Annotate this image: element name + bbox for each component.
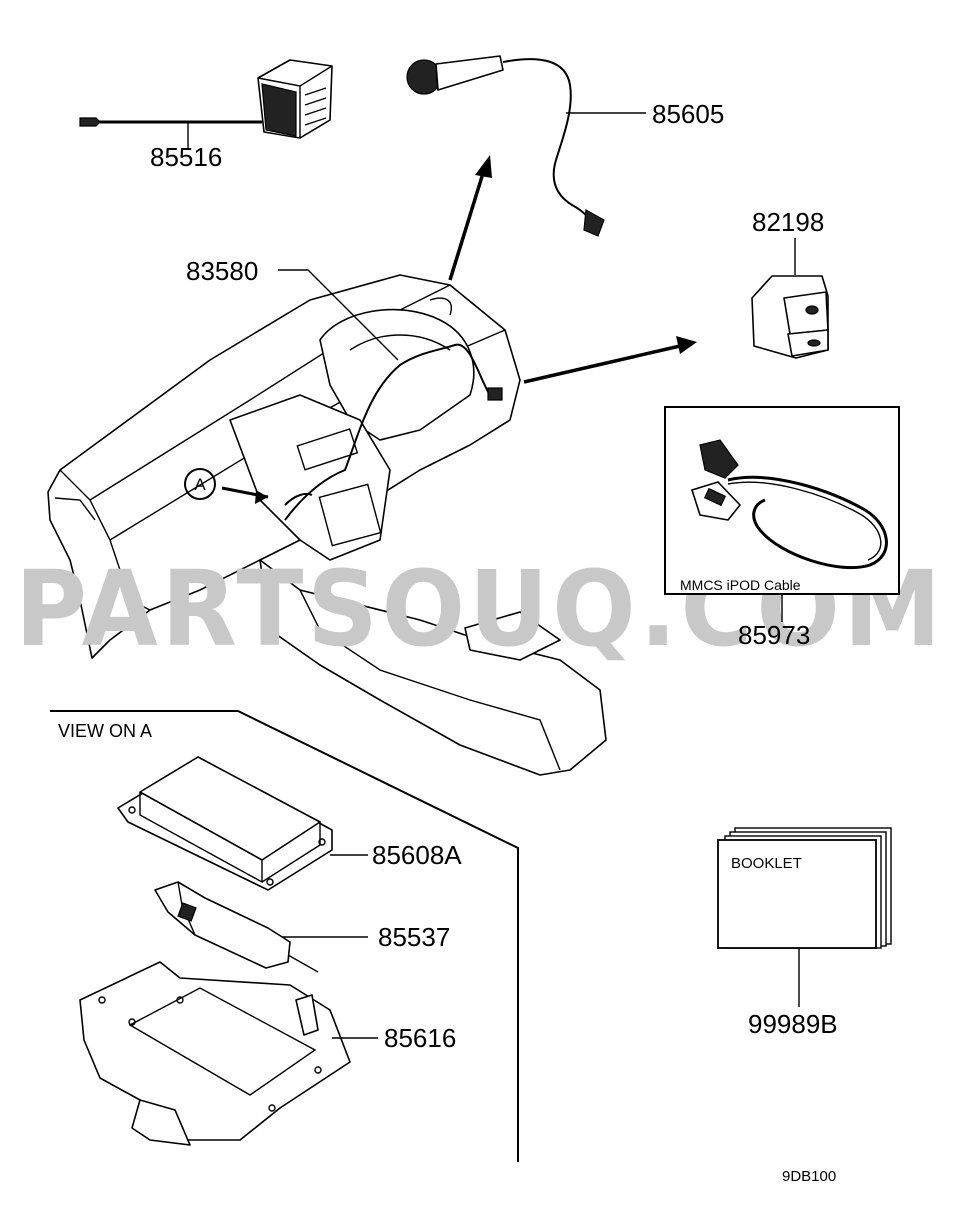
part-99989b-drawing: BOOKLET (717, 827, 892, 949)
part-82198-drawing (751, 275, 829, 359)
part-85537-drawing (154, 881, 319, 973)
pointer-arrows (448, 155, 697, 384)
view-label: VIEW ON A (58, 721, 152, 741)
callout-a-label: A (194, 475, 206, 494)
booklet-caption: BOOKLET (731, 855, 802, 872)
part-number-83580[interactable]: 83580 (186, 256, 258, 286)
ipod-cable-caption: MMCS iPOD Cable (680, 577, 801, 593)
dashboard-drawing (47, 274, 607, 776)
part-number-85516[interactable]: 85516 (150, 142, 222, 172)
part-85616-drawing (79, 961, 351, 1146)
callout-a: A (184, 468, 269, 504)
part-number-85537[interactable]: 85537 (378, 922, 450, 952)
part-number-85605[interactable]: 85605 (652, 99, 724, 129)
drawing-code: 9DB100 (782, 1168, 836, 1185)
ipod-cable-box: MMCS iPOD Cable (664, 406, 900, 595)
part-number-85973[interactable]: 85973 (738, 620, 810, 650)
view-section-border (50, 710, 519, 1162)
part-85516-drawing (79, 59, 333, 139)
part-number-85616[interactable]: 85616 (384, 1023, 456, 1053)
part-number-85608a[interactable]: 85608A (372, 840, 462, 870)
part-number-82198[interactable]: 82198 (752, 207, 824, 237)
part-number-99989b[interactable]: 99989B (748, 1009, 838, 1039)
part-85608a-drawing (117, 756, 333, 891)
part-85605-drawing (406, 55, 605, 237)
